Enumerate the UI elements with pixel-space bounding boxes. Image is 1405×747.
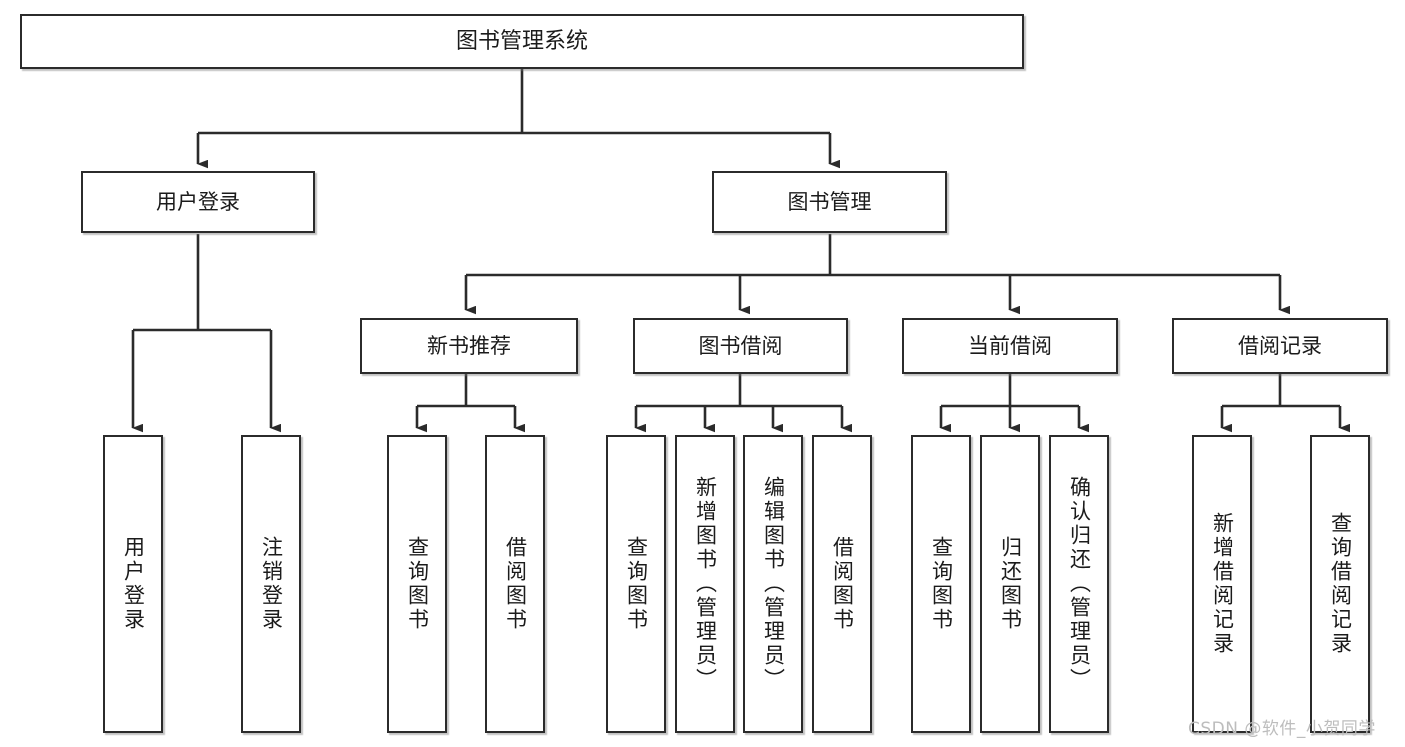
leaf-logout[interactable]: 注销登录 [241,435,301,733]
leaf-query-book-a[interactable]: 查询图书 [387,435,447,733]
leaf-return-book-label: 归还图书 [998,536,1023,632]
leaf-query-record-label: 查询借阅记录 [1328,512,1353,656]
leaf-query-record[interactable]: 查询借阅记录 [1310,435,1370,733]
node-book-manage-label: 图书管理 [787,189,872,214]
node-borrow-record-label: 借阅记录 [1238,333,1322,358]
leaf-borrow-book-b-label: 借阅图书 [830,536,855,632]
leaf-confirm-return-label: 确认归还（管理员） [1067,476,1092,692]
leaf-return-book[interactable]: 归还图书 [980,435,1040,733]
node-user-login-label: 用户登录 [156,189,240,214]
node-new-book-recommend-label: 新书推荐 [427,333,511,358]
leaf-borrow-book-a[interactable]: 借阅图书 [485,435,545,733]
leaf-borrow-book-b[interactable]: 借阅图书 [812,435,872,733]
leaf-add-record[interactable]: 新增借阅记录 [1192,435,1252,733]
leaf-edit-book[interactable]: 编辑图书（管理员） [743,435,803,733]
node-book-borrow[interactable]: 图书借阅 [633,318,848,374]
node-current-borrow[interactable]: 当前借阅 [902,318,1118,374]
leaf-query-book-c[interactable]: 查询图书 [911,435,971,733]
leaf-query-book-c-label: 查询图书 [929,536,954,632]
leaf-add-record-label: 新增借阅记录 [1210,512,1235,656]
leaf-query-book-b-label: 查询图书 [624,536,649,632]
node-new-book-recommend[interactable]: 新书推荐 [360,318,578,374]
node-current-borrow-label: 当前借阅 [968,333,1052,358]
node-user-login[interactable]: 用户登录 [81,171,315,233]
leaf-user-login[interactable]: 用户登录 [103,435,163,733]
leaf-query-book-b[interactable]: 查询图书 [606,435,666,733]
node-borrow-record[interactable]: 借阅记录 [1172,318,1388,374]
leaf-confirm-return[interactable]: 确认归还（管理员） [1049,435,1109,733]
node-root-label: 图书管理系统 [455,28,588,54]
leaf-add-book-label: 新增图书（管理员） [693,476,718,692]
node-book-manage[interactable]: 图书管理 [712,171,947,233]
leaf-add-book[interactable]: 新增图书（管理员） [675,435,735,733]
leaf-edit-book-label: 编辑图书（管理员） [761,476,786,692]
leaf-user-login-label: 用户登录 [121,536,146,632]
node-root[interactable]: 图书管理系统 [20,14,1024,69]
leaf-query-book-a-label: 查询图书 [405,536,430,632]
leaf-borrow-book-a-label: 借阅图书 [503,536,528,632]
leaf-logout-label: 注销登录 [259,536,284,632]
node-book-borrow-label: 图书借阅 [698,333,783,358]
